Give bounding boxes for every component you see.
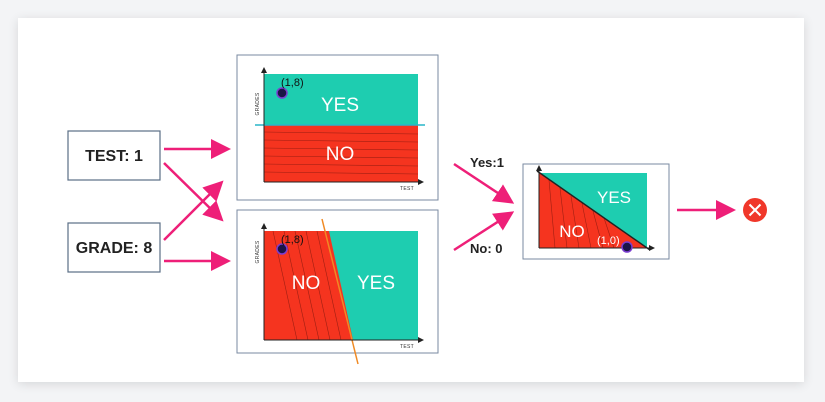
bottom-y-axis-label: GRADES: [255, 240, 261, 263]
grade-input-box: GRADE: 8: [67, 222, 161, 273]
top-point-label: (1,8): [281, 77, 304, 89]
top-yes-label: YES: [321, 95, 359, 116]
bottom-yes-label: YES: [357, 273, 395, 294]
edge-no-label: No: 0: [470, 241, 503, 256]
top-yes-region: [264, 74, 418, 125]
output-no-hatch: [548, 179, 615, 249]
bottom-yes-region: [329, 231, 418, 340]
arrow-bottom-to-output: [453, 211, 515, 252]
arrow-grade-to-top: [163, 180, 224, 241]
input-arrows: [163, 139, 231, 271]
arrow-top-to-output: [453, 162, 515, 204]
top-chart-panel: GRADES TEST YES NO (1,8): [236, 54, 439, 201]
output-data-point: [621, 241, 633, 253]
bottom-point-label: (1,8): [281, 234, 304, 246]
bottom-data-point: [276, 243, 288, 255]
output-chart-panel: YES NO (1,0): [522, 163, 670, 260]
arrow-test-to-bottom: [163, 162, 224, 222]
x-circle-icon: [743, 198, 767, 222]
output-no-label: NO: [559, 222, 585, 241]
bottom-no-label: NO: [292, 273, 321, 294]
top-data-point: [276, 87, 288, 99]
bottom-x-axis-label: TEST: [400, 344, 414, 350]
edge-yes-label: Yes:1: [470, 155, 504, 170]
bottom-chart-panel: GRADES TEST NO YES (1,8): [236, 209, 439, 365]
hidden-to-output-arrows: [453, 162, 515, 252]
top-no-hatch: [264, 131, 418, 175]
output-yes-label: YES: [597, 188, 631, 207]
output-boundary-line: [536, 170, 651, 251]
top-x-axis-label: TEST: [400, 186, 414, 192]
grade-input-label: GRADE: 8: [76, 240, 153, 257]
test-input-box: TEST: 1: [67, 130, 161, 181]
output-point-label: (1,0): [597, 235, 620, 247]
test-input-label: TEST: 1: [85, 148, 143, 165]
top-no-label: NO: [326, 144, 355, 165]
top-y-axis-label: GRADES: [255, 92, 261, 115]
